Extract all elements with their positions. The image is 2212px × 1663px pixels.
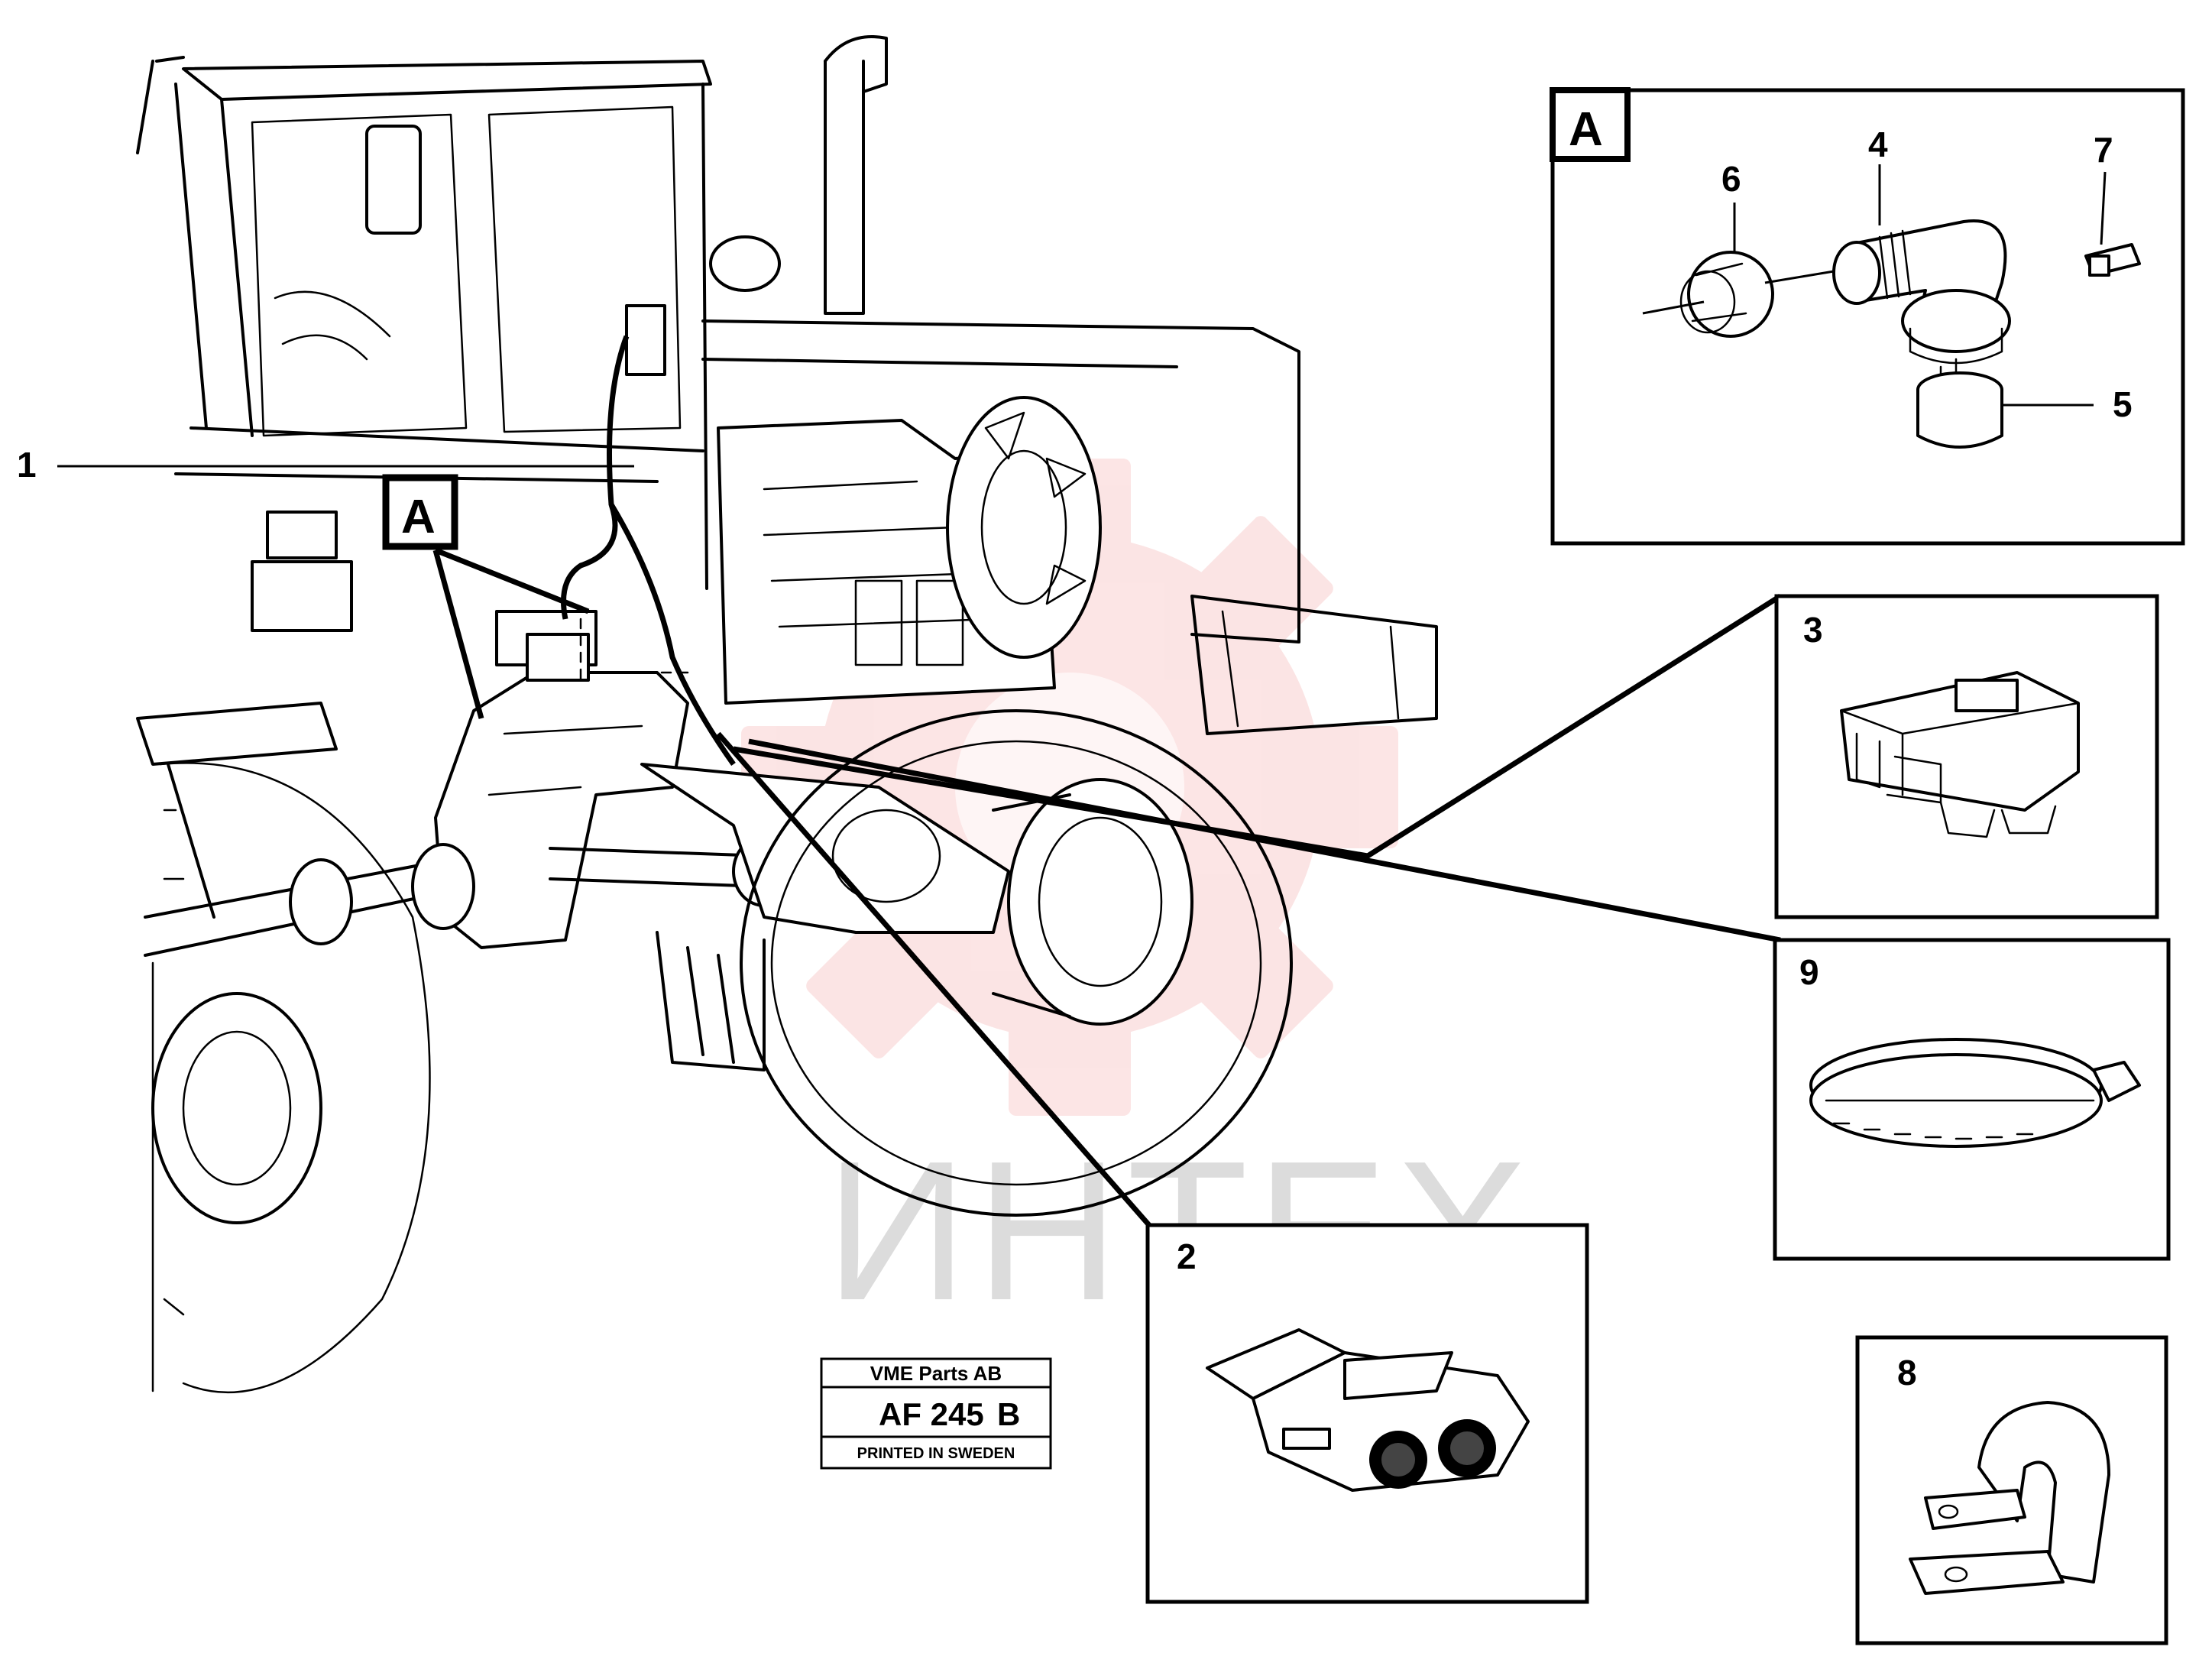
part-4-elbow xyxy=(1832,164,2011,365)
svg-text:A: A xyxy=(401,491,436,543)
part-6-nut xyxy=(1642,203,1835,338)
item-2-panel: 2 xyxy=(1145,1223,1589,1604)
detail-a-header: A xyxy=(1569,103,1603,156)
callout-4: 4 xyxy=(1868,125,1888,164)
item-3-panel: 3 xyxy=(1774,594,2159,919)
item-9-panel: 9 xyxy=(1773,938,2171,1261)
stamp-revision: B xyxy=(997,1396,1020,1432)
callout-7: 7 xyxy=(2094,130,2113,170)
detail-a-panel: A 6 4 7 5 xyxy=(1550,87,2185,546)
wheel-loader-drawing xyxy=(136,35,1438,1394)
detail-a-marker: A xyxy=(382,474,458,550)
callout-8: 8 xyxy=(1897,1353,1917,1392)
callout-9: 9 xyxy=(1799,952,1819,992)
callout-1: 1 xyxy=(17,445,37,485)
part-7-terminal xyxy=(2084,171,2141,277)
callout-3: 3 xyxy=(1803,610,1823,650)
callout-6: 6 xyxy=(1721,159,1741,199)
stamp-printed: PRINTED IN SWEDEN xyxy=(857,1445,1015,1462)
callout-5: 5 xyxy=(2113,384,2133,424)
stamp-company: VME Parts AB xyxy=(870,1362,1002,1385)
callout-2: 2 xyxy=(1177,1237,1197,1276)
part-5-sender xyxy=(1916,358,2094,449)
stamp-code: AF 245 xyxy=(879,1396,984,1432)
leader-lines xyxy=(57,465,1782,1233)
item-8-panel: 8 xyxy=(1855,1335,2168,1645)
parts-stamp: VME Parts AB AF 245 B PRINTED IN SWEDEN xyxy=(820,1357,1052,1470)
